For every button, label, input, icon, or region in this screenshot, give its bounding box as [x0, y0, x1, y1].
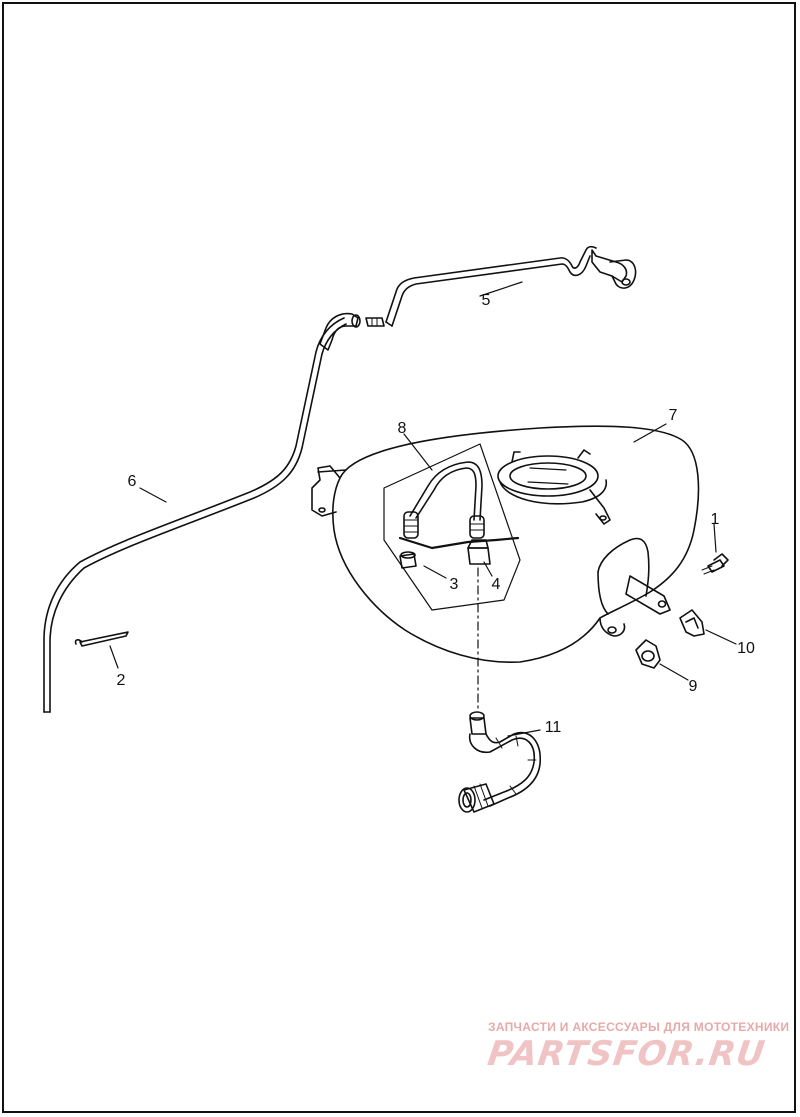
callout-1: 1: [711, 511, 720, 528]
callout-5: 5: [482, 292, 491, 309]
leader-lines: [109, 281, 737, 737]
screw: [701, 553, 729, 575]
callout-3: 3: [450, 576, 459, 593]
callout-11: 11: [545, 719, 562, 736]
bracket-clip: [679, 609, 705, 637]
watermark-tagline: ЗАПЧАСТИ И АКСЕССУАРЫ ДЛЯ МОТОТЕХНИКИ: [488, 1020, 790, 1034]
fuel-hose: [458, 711, 541, 813]
callout-8: 8: [398, 420, 407, 437]
callout-10: 10: [737, 640, 755, 657]
upper-vent-tube: [385, 245, 637, 327]
grommet: [635, 639, 661, 669]
fuel-line-internal: [383, 443, 521, 611]
fuel-tank: [311, 425, 700, 664]
callout-6: 6: [128, 473, 137, 490]
callout-labels: 1 2 3 4 5 6 7 8 9 10 11: [117, 292, 755, 736]
callout-4: 4: [492, 576, 501, 593]
vent-tube: [43, 312, 385, 713]
clip: [74, 631, 129, 647]
callout-7: 7: [669, 407, 678, 424]
watermark-logo: PARTSFOR.RU: [485, 1034, 768, 1074]
callout-9: 9: [689, 678, 698, 695]
callout-2: 2: [117, 672, 126, 689]
